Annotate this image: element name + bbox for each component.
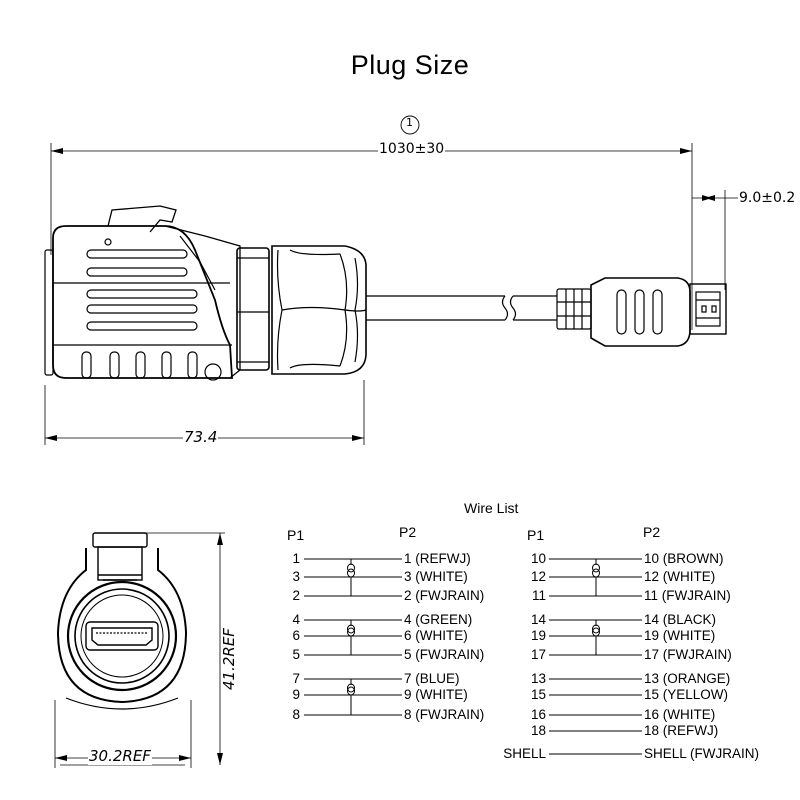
left-p1-pin: 7: [292, 671, 300, 686]
wire-list-title: Wire List: [464, 500, 519, 516]
right-p1-pin: 13: [530, 671, 546, 686]
left-p1-pin: 2: [292, 588, 300, 603]
right-p1-pin: 17: [530, 647, 546, 662]
right-p2-pin: 15 (YELLOW): [644, 687, 729, 702]
body-length-dimension: 73.4: [183, 428, 219, 446]
left-p2-pin: 4 (GREEN): [404, 612, 473, 627]
left-p2-pin: 6 (WHITE): [404, 628, 468, 643]
left-p2-pin: 1 (REFWJ): [404, 551, 471, 566]
twist-marker: [347, 624, 355, 634]
twist-marker: [347, 683, 355, 693]
right-p2-pin: SHELL (FWJRAIN): [644, 746, 760, 761]
right-p2-header: P2: [643, 524, 661, 540]
right-p1-pin: 15: [530, 687, 546, 702]
left-p1-pin: 4: [292, 612, 300, 627]
right-p2-pin: 12 (WHITE): [644, 569, 716, 584]
left-p2-pin: 5 (FWJRAIN): [404, 647, 485, 662]
right-p1-pin: 11: [531, 588, 546, 603]
left-p2-pin: 8 (FWJRAIN): [404, 707, 485, 722]
right-p2-pin: 14 (BLACK): [644, 612, 717, 627]
left-p1-header: P1: [287, 527, 305, 543]
right-p2-pin: 16 (WHITE): [644, 707, 716, 722]
twist-marker: [592, 624, 600, 634]
twist-marker: [592, 563, 600, 573]
left-p1-pin: 8: [292, 707, 300, 722]
left-p2-pin: 2 (FWJRAIN): [404, 588, 485, 603]
twist-marker: [347, 563, 355, 573]
left-p1-pin: 5: [292, 647, 300, 662]
twist-marker: [347, 568, 355, 578]
right-p1-header: P1: [527, 527, 545, 543]
left-p1-pin: 1: [292, 551, 300, 566]
right-p1-pin: 16: [530, 707, 546, 722]
right-p1-pin: SHELL: [503, 746, 546, 761]
right-p1-pin: 19: [530, 628, 546, 643]
front-width-dimension: 30.2REF: [88, 747, 152, 765]
left-p2-header: P2: [399, 524, 417, 540]
right-p2-pin: 18 (REFWJ): [644, 723, 719, 738]
cable-length-dimension: 1030±30: [378, 141, 446, 157]
right-p1-pin: 18: [530, 723, 546, 738]
note-marker: 1: [406, 116, 413, 129]
left-p2-pin: 9 (WHITE): [404, 687, 468, 702]
right-p1-pin: 12: [530, 569, 546, 584]
right-p2-pin: 17 (FWJRAIN): [644, 647, 732, 662]
right-p2-pin: 13 (ORANGE): [644, 671, 731, 686]
right-p2-pin: 19 (WHITE): [644, 628, 716, 643]
left-p1-pin: 6: [292, 628, 300, 643]
right-p1-pin: 10: [530, 551, 546, 566]
right-p1-pin: 14: [530, 612, 546, 627]
twist-marker: [592, 568, 600, 578]
left-p1-pin: 9: [292, 687, 300, 702]
tip-width-dimension: 9.0±0.2: [738, 190, 797, 206]
right-p2-pin: 11 (FWJRAIN): [644, 588, 731, 603]
page-title: Plug Size: [350, 50, 470, 80]
left-p2-pin: 7 (BLUE): [404, 671, 460, 686]
left-p2-pin: 3 (WHITE): [404, 569, 468, 584]
left-p1-pin: 3: [292, 569, 300, 584]
right-p2-pin: 10 (BROWN): [644, 551, 724, 566]
